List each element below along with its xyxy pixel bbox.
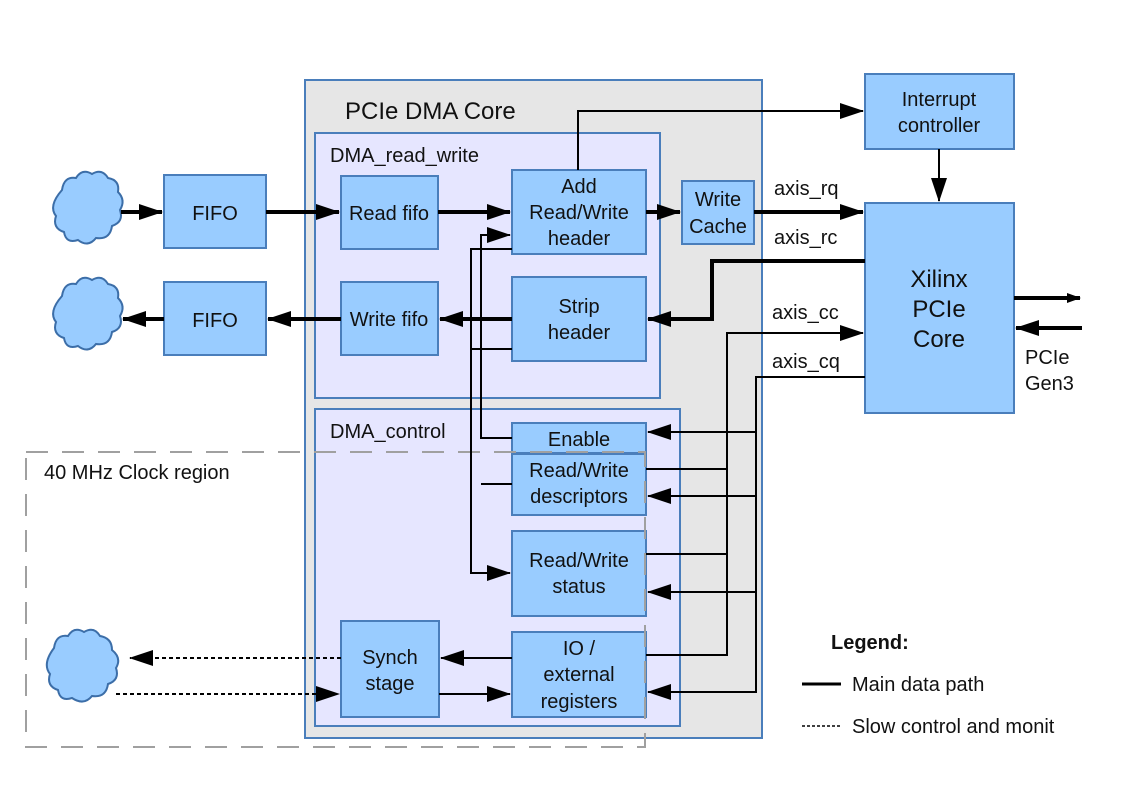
write-cache-line1: Write <box>695 189 741 211</box>
xilinx-core-line3: Core <box>913 326 965 353</box>
strip-header-line1: Strip <box>558 296 599 318</box>
fifo-in-label: FIFO <box>192 203 238 225</box>
wire-enable-to-addheader <box>480 227 512 439</box>
io-registers-line1: IO / <box>563 638 596 660</box>
cloud-icon-sink <box>52 276 124 351</box>
signal-axis-cq: axis_cq <box>772 351 840 373</box>
wire-axis-cc <box>646 325 864 470</box>
write-fifo-label: Write fifo <box>350 309 429 331</box>
wire-io-to-cc <box>646 469 728 656</box>
clock-region-title: 40 MHz Clock region <box>44 462 230 484</box>
write-cache-line2: Cache <box>689 216 747 238</box>
legend-item-main: Main data path <box>852 674 984 696</box>
signal-axis-rc: axis_rc <box>774 227 837 249</box>
block-write-cache[interactable]: Write Cache <box>681 180 755 245</box>
xilinx-core-line2: PCIe <box>912 296 965 323</box>
add-header-line1: Add <box>561 176 597 198</box>
dma-control-title: DMA_control <box>330 421 446 443</box>
xilinx-core-line1: Xilinx <box>910 266 967 293</box>
pcie-gen3-line2: Gen3 <box>1025 373 1074 395</box>
block-io-registers[interactable]: IO / external registers <box>511 631 647 718</box>
rw-descriptors-line1: Read/Write <box>529 460 629 482</box>
interrupt-controller-line1: Interrupt <box>902 89 977 111</box>
block-write-fifo[interactable]: Write fifo <box>340 281 439 356</box>
pcie-dma-core-title: PCIe DMA Core <box>345 98 516 125</box>
synch-stage-line2: stage <box>366 673 415 695</box>
interrupt-controller-line2: controller <box>898 115 981 137</box>
pcie-gen3-line1: PCIe <box>1025 347 1069 369</box>
block-rw-descriptors[interactable]: Read/Write descriptors <box>511 453 647 516</box>
block-enable[interactable]: Enable <box>511 422 647 454</box>
strip-header-line2: header <box>548 322 611 344</box>
add-header-line3: header <box>548 228 611 250</box>
signal-axis-cc: axis_cc <box>772 302 839 324</box>
clock-region-frame <box>25 451 646 748</box>
cloud-icon-slow-control <box>45 628 120 703</box>
io-registers-line2: external <box>543 664 614 686</box>
wire-axis-cq <box>647 376 865 700</box>
block-synch-stage[interactable]: Synch stage <box>340 620 440 718</box>
rw-status-line1: Read/Write <box>529 550 629 572</box>
legend-item-slow: Slow control and monit <box>852 716 1055 738</box>
wire-addheader-to-status <box>470 248 512 581</box>
add-header-line2: Read/Write <box>529 202 629 224</box>
block-fifo-in[interactable]: FIFO <box>163 174 267 249</box>
block-xilinx-pcie-core[interactable]: Xilinx PCIe Core <box>864 202 1015 414</box>
rw-descriptors-line2: descriptors <box>530 486 628 508</box>
cloud-icon-source <box>52 170 124 245</box>
rw-status-line2: status <box>552 576 605 598</box>
block-read-fifo[interactable]: Read fifo <box>340 175 439 250</box>
block-interrupt-controller[interactable]: Interrupt controller <box>864 73 1015 150</box>
block-fifo-out[interactable]: FIFO <box>163 281 267 356</box>
wire-to-interrupt-controller <box>577 103 864 170</box>
block-strip-header[interactable]: Strip header <box>511 276 647 362</box>
synch-stage-line1: Synch <box>362 647 418 669</box>
io-registers-line3: registers <box>541 691 618 713</box>
block-add-header[interactable]: Add Read/Write header <box>511 169 647 255</box>
legend: Legend: Main data path Slow control and … <box>802 632 1055 738</box>
fifo-out-label: FIFO <box>192 310 238 332</box>
read-fifo-label: Read fifo <box>349 203 429 225</box>
enable-label: Enable <box>548 429 610 451</box>
legend-title: Legend: <box>831 632 909 654</box>
wire-axis-rc <box>647 259 865 327</box>
dma-read-write-title: DMA_read_write <box>330 145 479 167</box>
signal-axis-rq: axis_rq <box>774 178 838 200</box>
block-rw-status[interactable]: Read/Write status <box>511 530 647 617</box>
